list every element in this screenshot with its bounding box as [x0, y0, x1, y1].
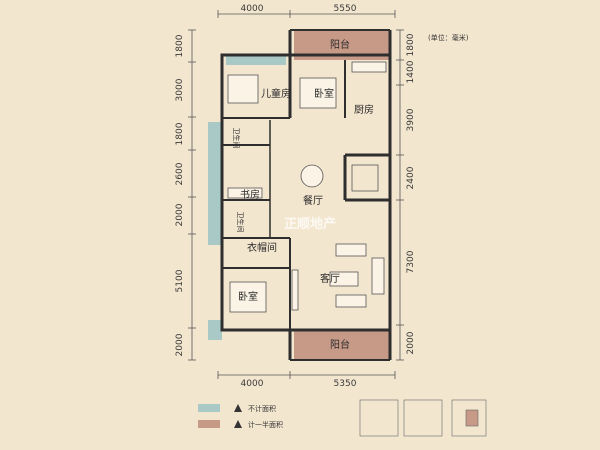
room-bedroom-top: 卧室 — [314, 87, 334, 100]
dim-left-3: 1800 — [175, 122, 185, 145]
room-balcony-bottom: 阳台 — [330, 338, 350, 351]
dim-bottom-right: 5350 — [334, 379, 357, 389]
dim-bottom-left: 4000 — [241, 379, 264, 389]
walls — [220, 29, 392, 361]
legend-triangle-icon — [234, 420, 242, 428]
dim-right-5: 7300 — [406, 250, 416, 273]
bay-window-study — [208, 122, 222, 207]
room-bathroom-top: 卫生间 — [232, 128, 241, 149]
unit-note: (单位：毫米) — [428, 33, 469, 42]
room-study: 书房 — [240, 188, 260, 201]
balcony-bottom-fill — [294, 330, 390, 360]
legend-label-half: 计一半面积 — [248, 420, 283, 429]
dim-right-2: 1400 — [406, 60, 416, 83]
dim-left-7: 2000 — [175, 333, 185, 356]
legend-label-unpriced: 不计面积 — [248, 404, 276, 413]
dim-right-4: 2400 — [406, 166, 416, 189]
room-cloakroom: 衣帽间 — [247, 241, 277, 254]
elevator-shaft — [351, 164, 379, 192]
bay-window-bottom — [208, 320, 222, 340]
dim-right-6: 2000 — [406, 331, 416, 354]
bay-window-mid — [208, 205, 222, 245]
dim-left-1: 1800 — [175, 34, 185, 57]
bed-top — [299, 77, 337, 109]
room-living: 客厅 — [320, 272, 340, 285]
study-desk — [227, 187, 263, 199]
bed-bottom — [229, 281, 267, 313]
dim-left-2: 3000 — [175, 78, 185, 101]
dim-right-3: 3900 — [406, 108, 416, 131]
room-bathroom-mid: 卫生间 — [236, 212, 245, 233]
bed-kids — [227, 74, 259, 104]
room-kids: 儿童房 — [261, 87, 291, 100]
sofa-top — [335, 243, 367, 257]
dim-left-6: 5100 — [175, 269, 185, 292]
bay-window-top — [226, 55, 286, 65]
dim-left-5: 2000 — [175, 203, 185, 226]
watermark: 正顺地产 — [284, 216, 336, 232]
kitchen-counter — [351, 61, 387, 73]
legend-swatch-unpriced — [198, 404, 220, 412]
dim-right-1: 1800 — [406, 33, 416, 56]
dim-top-left: 4000 — [241, 4, 264, 14]
tv-cabinet — [291, 269, 299, 311]
furniture — [227, 61, 387, 313]
dim-left-4: 2600 — [175, 162, 185, 185]
room-dining: 餐厅 — [303, 194, 323, 207]
legend-swatch-half — [198, 420, 220, 428]
dimension-lines — [188, 10, 404, 379]
key-plan — [359, 399, 487, 437]
room-bedroom-bottom: 卧室 — [238, 290, 258, 303]
sofa-side — [371, 257, 385, 295]
dining-table — [300, 164, 324, 188]
coffee-table — [329, 271, 359, 287]
room-balcony-top: 阳台 — [330, 38, 350, 51]
legend-triangle-icon — [234, 404, 242, 412]
room-kitchen: 厨房 — [354, 103, 374, 116]
dim-top-right: 5550 — [334, 4, 357, 14]
sofa-bottom — [335, 294, 367, 308]
